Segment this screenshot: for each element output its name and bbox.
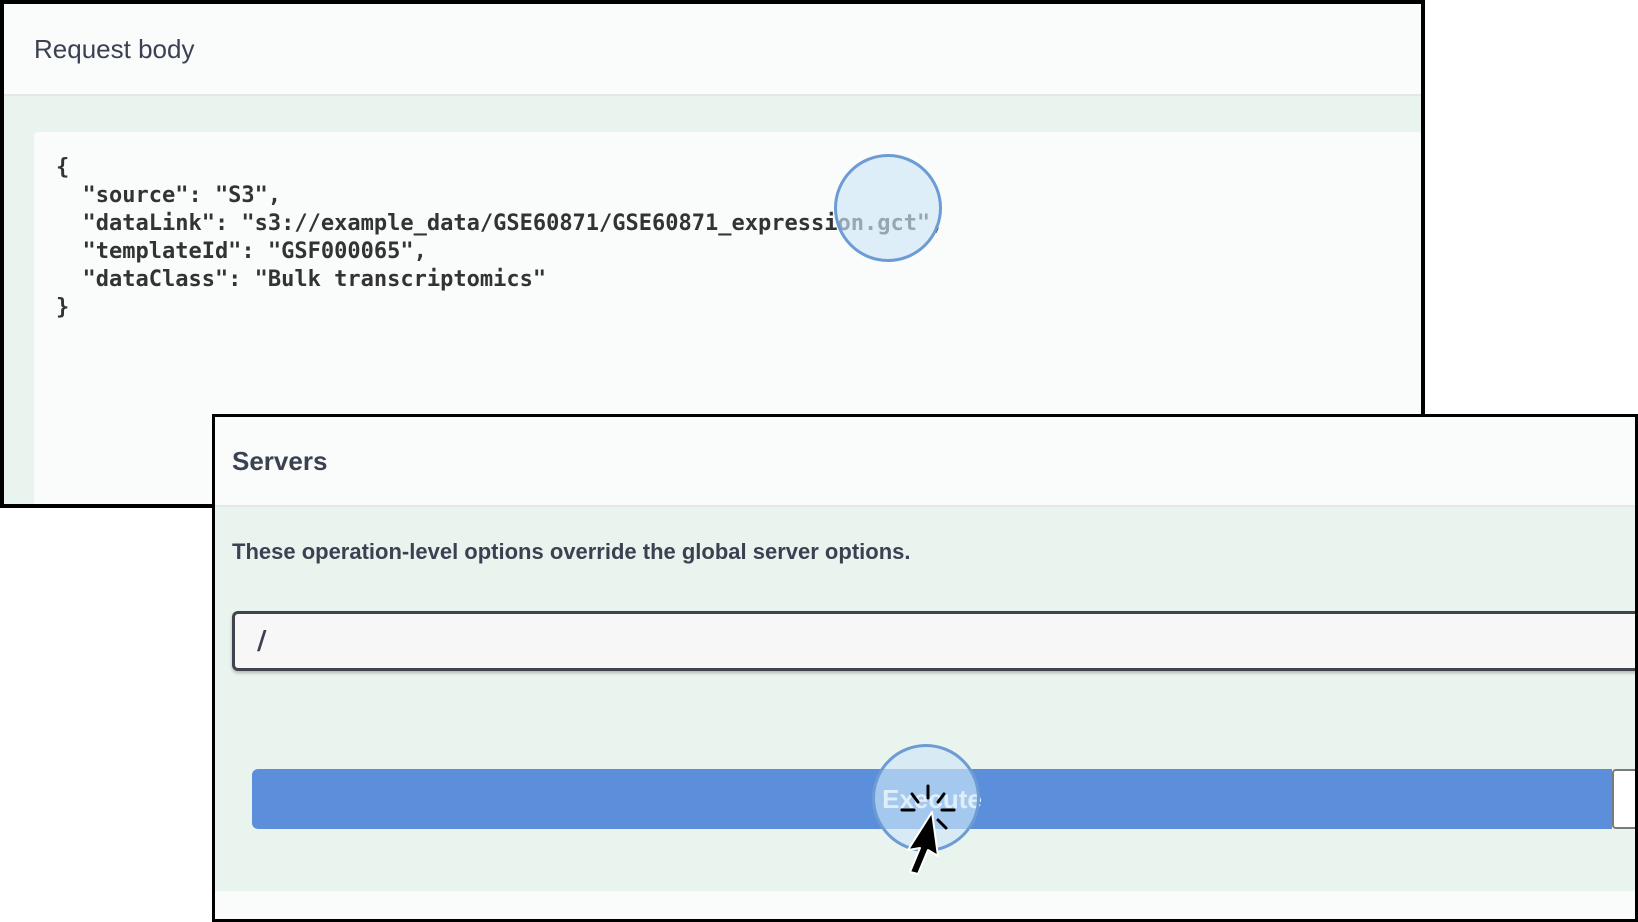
servers-header: Servers (215, 417, 1635, 507)
request-body-title: Request body (34, 33, 195, 64)
servers-panel: Servers These operation-level options ov… (212, 414, 1638, 922)
servers-title: Servers (232, 445, 328, 476)
server-select[interactable]: / (232, 611, 1635, 671)
request-body-json[interactable]: { "source": "S3", "dataLink": "s3://exam… (56, 155, 944, 320)
execute-button[interactable]: Execute (252, 769, 1612, 829)
request-body-header: Request body (4, 4, 1421, 96)
clear-button-edge[interactable] (1612, 769, 1635, 829)
servers-body: These operation-level options override t… (215, 507, 1635, 891)
servers-description: These operation-level options override t… (232, 539, 911, 564)
